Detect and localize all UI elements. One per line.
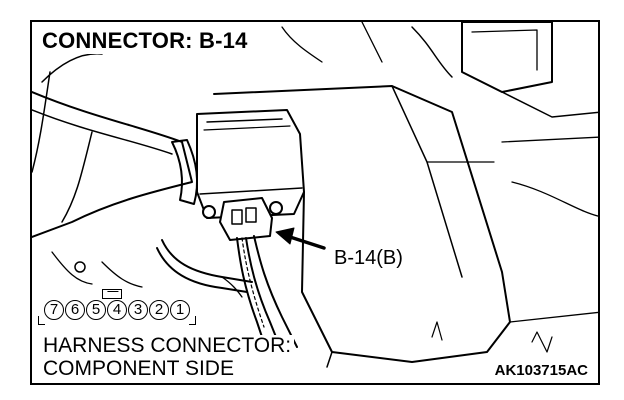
pin-number: 6 — [65, 300, 85, 320]
caption-line-2: COMPONENT SIDE — [42, 358, 237, 380]
connector-latch — [102, 289, 122, 299]
pin-number: 4 — [107, 300, 127, 320]
air-duct — [32, 91, 193, 238]
pin-number: 3 — [128, 300, 148, 320]
caption-line-1: HARNESS CONNECTOR: — [42, 335, 295, 357]
callout-arrow — [285, 234, 326, 250]
hose-clamp — [171, 139, 199, 205]
figure-code: AK103715AC — [492, 362, 590, 379]
pin-number: 5 — [86, 300, 106, 320]
connector-title: CONNECTOR: B-14 — [40, 28, 252, 54]
pin-number: 1 — [170, 300, 190, 320]
bolt-right — [269, 201, 283, 215]
air-cleaner-case — [213, 85, 511, 363]
relay-box — [461, 22, 553, 93]
callout-label: B-14(B) — [332, 247, 405, 270]
bolt-left — [202, 205, 216, 219]
pin-number: 7 — [44, 300, 64, 320]
diagram-frame: CONNECTOR: B-14 B-14(B) 7 6 5 4 3 2 1 HA… — [30, 20, 600, 385]
engine-bay-illustration — [32, 22, 598, 368]
pin-number: 2 — [149, 300, 169, 320]
sensor-body — [196, 109, 305, 219]
pin-diagram: 7 6 5 4 3 2 1 — [38, 300, 196, 325]
